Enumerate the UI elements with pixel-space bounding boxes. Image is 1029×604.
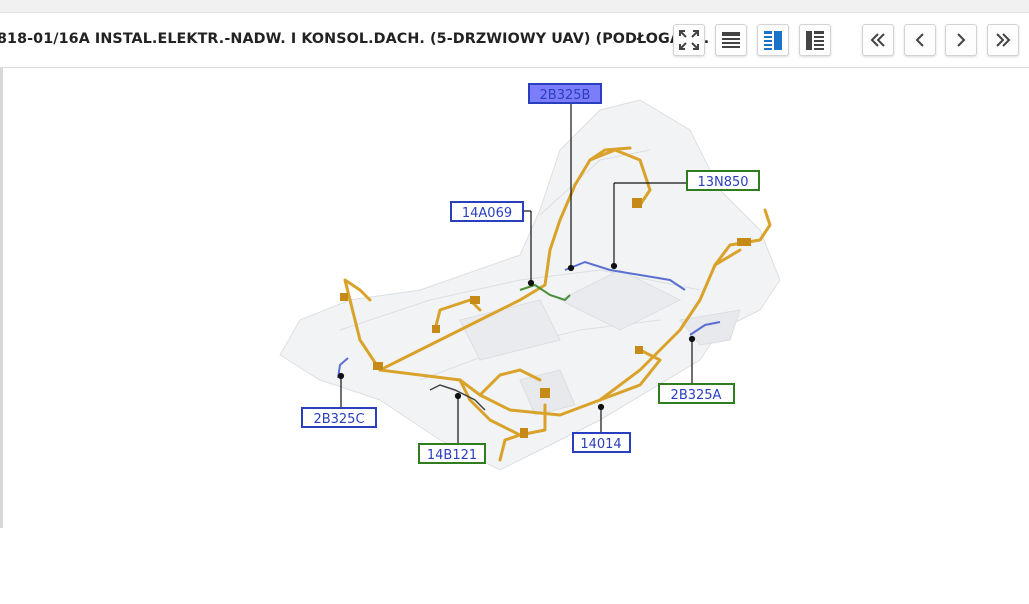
split-view-icon (764, 31, 782, 50)
split-view-button[interactable] (757, 24, 789, 56)
callout-13n850-text: 13N850 (697, 175, 748, 190)
harness-connectors (340, 198, 751, 438)
callout-14a069[interactable]: 14A069 (450, 201, 524, 222)
list-view-icon (722, 32, 740, 48)
fullscreen-button[interactable] (673, 24, 705, 56)
document-toolbar: 818-01/16A INSTAL.ELEKTR.-NADW. I KONSOL… (0, 13, 1029, 68)
leader-lines (337, 104, 696, 444)
prev-page-icon (915, 33, 924, 47)
sub-harness-blue (337, 260, 721, 379)
callout-14b121[interactable]: 14B121 (418, 443, 486, 464)
sub-harness-dark (429, 384, 486, 411)
list-view-button[interactable] (715, 24, 747, 56)
callout-2b325b[interactable]: 2B325B (528, 83, 602, 104)
next-page-icon (957, 33, 966, 47)
next-page-button[interactable] (945, 24, 977, 56)
first-page-icon (870, 33, 885, 47)
wiring-diagram: 2B325B 13N850 14A069 2B325C 14B121 14014… (279, 83, 781, 471)
callout-2b325a-text: 2B325A (671, 388, 722, 403)
callout-14a069-text: 14A069 (462, 206, 512, 221)
fullscreen-icon (679, 30, 699, 50)
callout-14b121-text: 14B121 (427, 448, 477, 463)
prev-page-button[interactable] (904, 24, 936, 56)
sub-harness-green (519, 283, 571, 302)
browser-top-strip (0, 0, 1029, 13)
callout-2b325c[interactable]: 2B325C (301, 407, 377, 428)
callout-2b325a[interactable]: 2B325A (658, 383, 735, 404)
last-page-button[interactable] (987, 24, 1019, 56)
callout-2b325b-text: 2B325B (540, 88, 591, 103)
document-title: 818-01/16A INSTAL.ELEKTR.-NADW. I KONSOL… (0, 31, 710, 47)
text-view-icon (806, 31, 824, 50)
callout-2b325c-text: 2B325C (313, 412, 364, 427)
left-panel-edge (0, 68, 3, 528)
last-page-icon (996, 33, 1011, 47)
diagram-viewer: 2B325B 13N850 14A069 2B325C 14B121 14014… (0, 68, 1029, 600)
text-view-button[interactable] (799, 24, 831, 56)
callout-13n850[interactable]: 13N850 (686, 170, 760, 191)
first-page-button[interactable] (862, 24, 894, 56)
callout-14014[interactable]: 14014 (572, 432, 631, 453)
callout-14014-text: 14014 (580, 437, 621, 452)
